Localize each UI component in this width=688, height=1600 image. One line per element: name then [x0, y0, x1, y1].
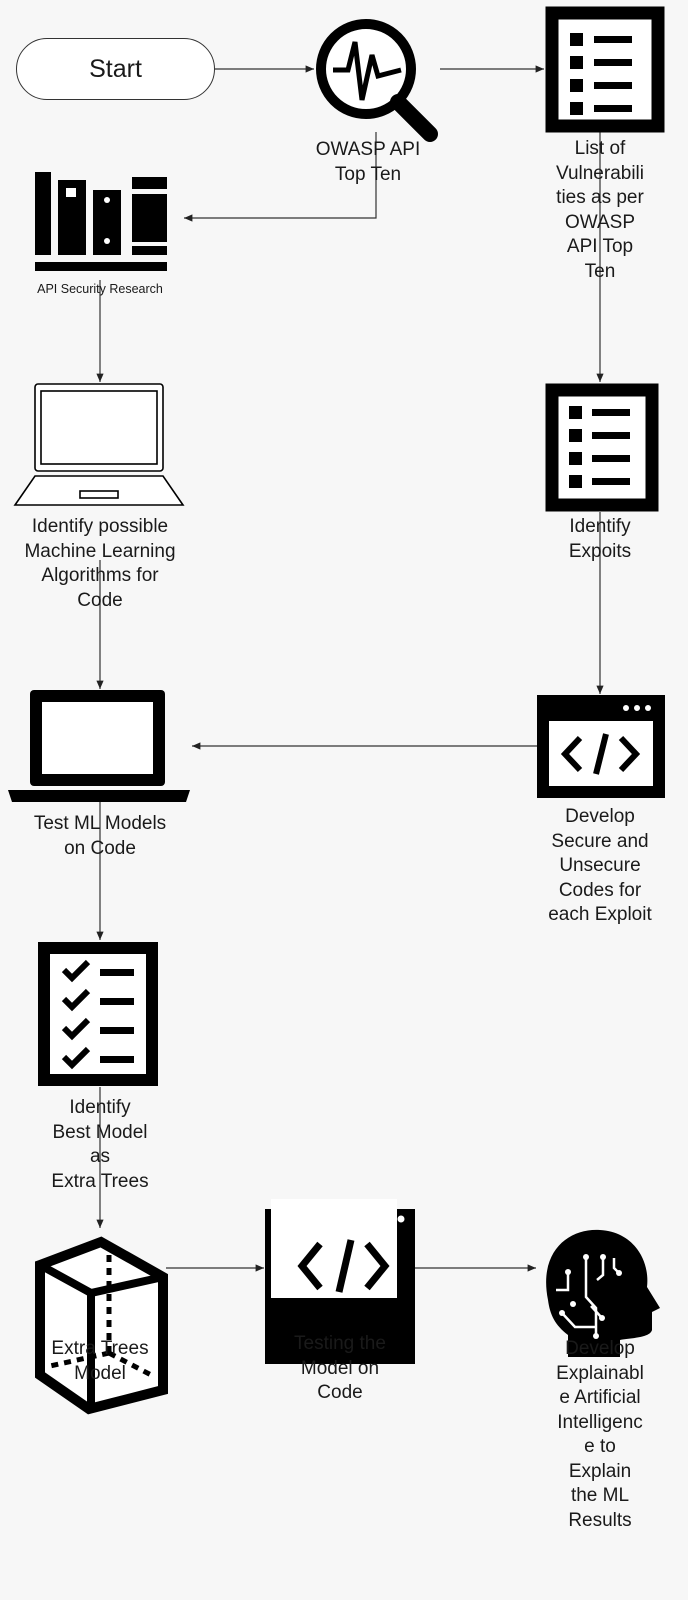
list-document-icon	[545, 6, 665, 133]
identify-exploits-label: Identify Expoits	[568, 516, 632, 562]
start-label: Start	[89, 54, 142, 83]
develop-codes-label: Develop Secure and Unsecure Codes for ea…	[548, 806, 652, 925]
ai-head-icon	[546, 1229, 660, 1357]
laptop-icon	[8, 690, 190, 802]
test-ml-label: Test ML Models on Code	[33, 813, 167, 859]
identify-ml-label: Identify possible Machine Learning Algor…	[24, 516, 176, 611]
best-model-label: Identify Best Model as Extra Trees	[51, 1097, 149, 1192]
books-icon	[35, 172, 167, 271]
magnifier-pulse-icon	[316, 19, 438, 142]
owasp-label: OWASP API Top Ten	[315, 139, 421, 185]
list-document-icon	[545, 383, 659, 512]
arrow-owasp-to-research	[184, 132, 377, 222]
testing-model-label: Testing the Model on Code	[294, 1333, 386, 1403]
research-label: API Security Research	[37, 282, 163, 296]
start-node: Start	[16, 38, 215, 100]
vulnerability-list-label: List of Vulnerabili ties as per OWASP AP…	[555, 138, 644, 282]
checklist-icon	[38, 942, 158, 1086]
extra-trees-label: Extra Trees Model	[51, 1338, 149, 1384]
code-window-icon	[537, 695, 665, 798]
laptop-outline-icon	[13, 383, 185, 506]
xai-label: Develop Explainabl e Artificial Intellig…	[556, 1338, 644, 1531]
cube-icon	[35, 1236, 168, 1415]
code-window-icon	[265, 1199, 415, 1364]
connectors	[96, 65, 604, 1272]
